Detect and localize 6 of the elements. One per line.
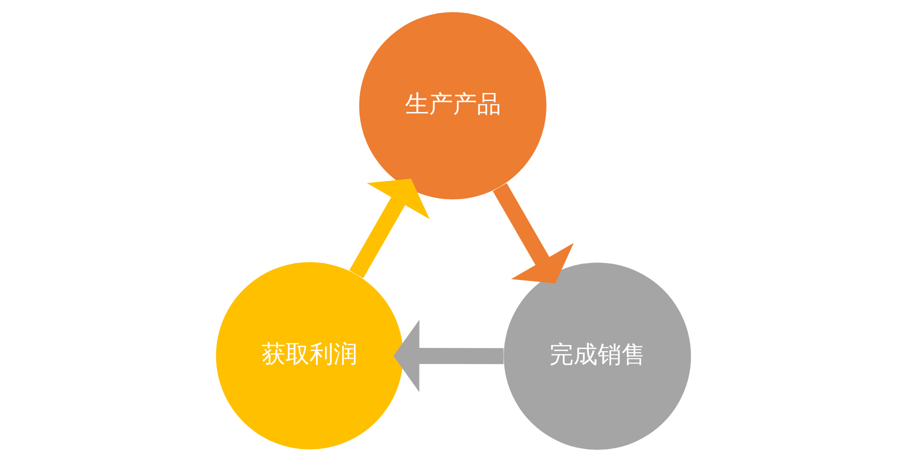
arrow [392,320,504,392]
arrow [492,183,574,284]
node-circle: 完成销售 [503,262,690,450]
arrow [348,178,430,278]
node-circle: 获取利润 [216,262,403,450]
node-circle: 生产产品 [358,12,546,200]
